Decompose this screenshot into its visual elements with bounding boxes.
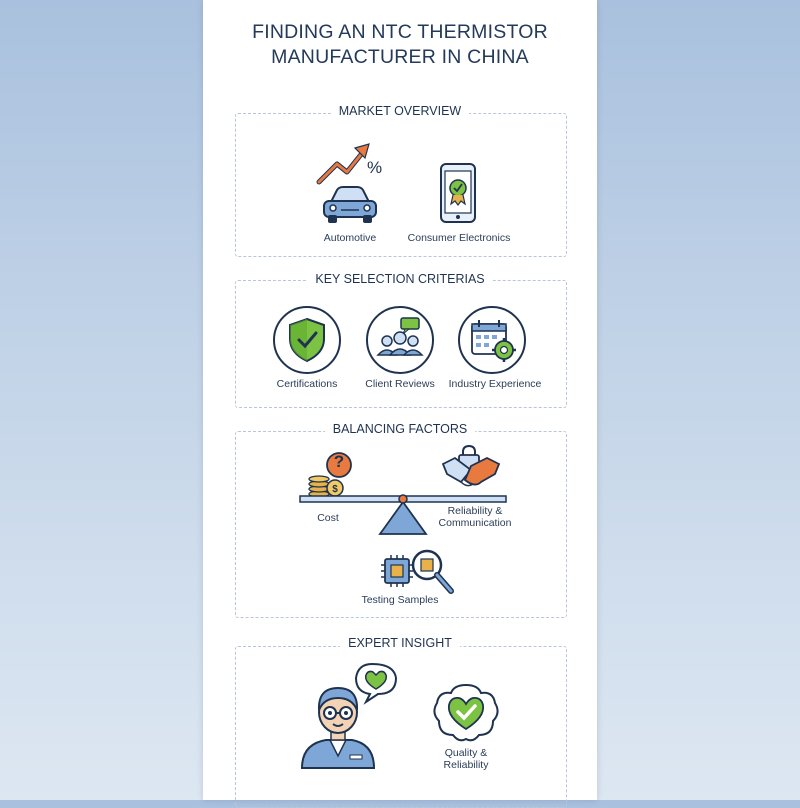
cost-label: Cost bbox=[317, 512, 339, 524]
client-reviews-label: Client Reviews bbox=[365, 378, 435, 390]
percent-sign: % bbox=[367, 158, 383, 177]
quality-reliability-label-line1: Quality & bbox=[444, 747, 488, 759]
expert-insight-heading: EXPERT INSIGHT bbox=[203, 636, 597, 650]
page-title-line1: FINDING AN NTC THERMISTOR bbox=[252, 21, 548, 43]
page-title-line2: MANUFACTURER IN CHINA bbox=[271, 46, 529, 68]
balance-scale-icon bbox=[298, 490, 508, 538]
market-overview-heading: MARKET OVERVIEW bbox=[203, 104, 597, 118]
shield-check-icon bbox=[272, 305, 342, 375]
chip-magnifier-icon bbox=[377, 545, 457, 601]
quality-reliability-label-line2: Reliability bbox=[443, 759, 489, 771]
expert-person-icon bbox=[300, 660, 410, 770]
handshake-lock-icon bbox=[441, 444, 501, 494]
client-reviews-icon bbox=[365, 305, 435, 375]
question-mark: ? bbox=[333, 452, 345, 471]
car-icon bbox=[321, 184, 379, 226]
infographic-card: FINDING AN NTC THERMISTOR MANUFACTURER I… bbox=[203, 0, 597, 808]
certifications-label: Certifications bbox=[276, 378, 338, 390]
heart-check-icon bbox=[431, 683, 501, 745]
testing-samples-label: Testing Samples bbox=[361, 594, 439, 606]
consumer-electronics-label: Consumer Electronics bbox=[407, 232, 511, 244]
question-icon bbox=[325, 451, 353, 479]
growth-arrow-icon bbox=[315, 140, 395, 188]
reliability-communication-label-line2: Communication bbox=[438, 517, 512, 529]
industry-experience-label: Industry Experience bbox=[448, 378, 542, 390]
calendar-gear-icon bbox=[457, 305, 527, 375]
smartphone-icon bbox=[439, 162, 477, 224]
svg-text:$: $ bbox=[332, 484, 338, 495]
reliability-communication-label-line1: Reliability & bbox=[447, 505, 503, 517]
balancing-factors-heading: BALANCING FACTORS bbox=[203, 422, 597, 436]
automotive-label: Automotive bbox=[323, 232, 377, 244]
key-criteria-heading: KEY SELECTION CRITERIAS bbox=[203, 272, 597, 286]
